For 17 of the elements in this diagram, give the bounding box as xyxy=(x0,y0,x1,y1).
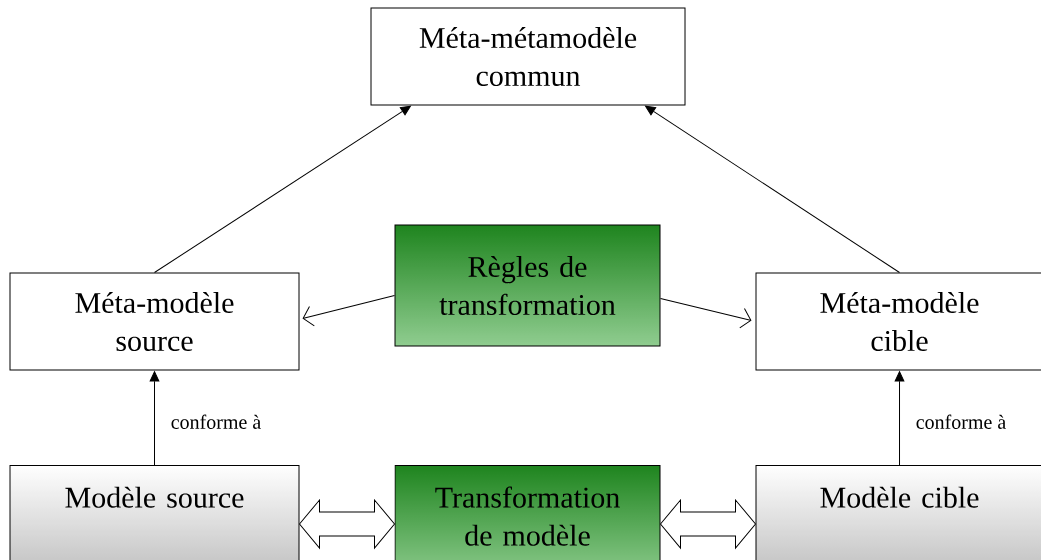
shaded-box: Règles de transformation xyxy=(394,224,661,347)
shaded-box: Modèle source xyxy=(9,465,300,560)
double-arrow xyxy=(299,499,395,549)
shaded-box: Modèle cible xyxy=(755,465,1041,560)
arrow xyxy=(302,295,395,327)
arrow xyxy=(154,105,411,273)
arrow xyxy=(660,298,752,329)
double-arrow xyxy=(660,499,756,549)
process-box: Méta-modèle cible xyxy=(755,272,1041,371)
arrow xyxy=(894,371,905,466)
arrow xyxy=(645,105,900,273)
shaded-box: Transformation de modèle xyxy=(394,465,661,560)
edge-label: conforme à xyxy=(171,414,261,429)
edge-label: conforme à xyxy=(916,414,1006,429)
process-box: Méta-modèle source xyxy=(9,272,300,371)
arrow xyxy=(149,371,160,466)
process-box: Méta-métamodèle commun xyxy=(370,7,686,106)
